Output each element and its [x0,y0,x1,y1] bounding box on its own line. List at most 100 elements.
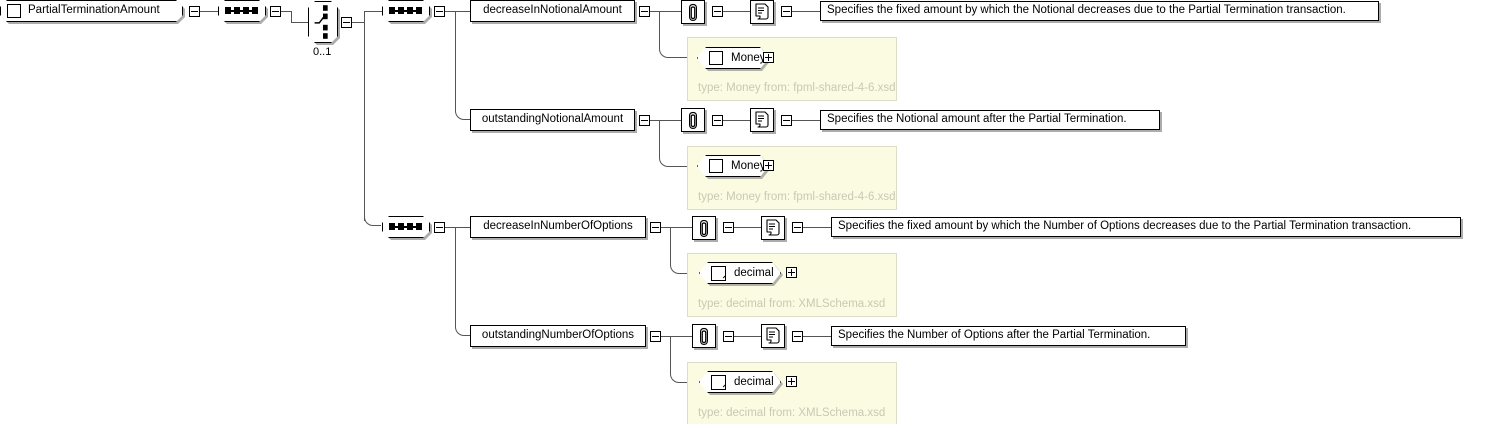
connector-branch2-e1 [455,227,470,228]
attribute-icon-box[interactable] [692,324,716,348]
documentation-text-box: Specifies the fixed amount by which the … [820,1,1379,21]
connector-branch1-e2 [455,102,470,120]
element-toggle[interactable] [650,222,661,233]
type-expand-toggle[interactable] [763,160,774,171]
connector-e3-trunk [670,227,671,257]
connector-seq-to-choice-c [291,22,308,23]
connector-e1-type [659,33,687,58]
top-sequence-node[interactable] [218,0,266,22]
choice-toggle[interactable] [341,17,352,28]
top-sequence-toggle[interactable] [270,6,281,17]
attribute-toggle[interactable] [712,6,723,17]
connector-branch1-out [445,11,455,12]
type-source-label: type: Money from: fpml-shared-4-6.xsd [698,191,896,203]
type-expand-toggle[interactable] [763,52,774,63]
root-element-node[interactable]: PartialTerminationAmount [0,0,183,22]
element-node[interactable]: decreaseInNumberOfOptions [470,216,646,238]
connector-e4-attr [670,336,692,337]
connector-seq-to-choice-b [291,11,292,22]
choice-branch-trunk [364,11,365,221]
type-name-label: Money [731,160,766,172]
documentation-toggle[interactable] [792,222,803,233]
complex-type-icon [709,159,723,173]
attribute-toggle[interactable] [723,222,734,233]
sequence-compositor-icon [389,6,423,16]
documentation-scroll-icon [755,3,769,20]
root-collapse-toggle[interactable] [189,6,200,17]
connector-branch1-e1 [455,11,470,12]
simple-type-icon [711,266,726,281]
connector-e3-out [661,227,670,228]
type-source-label: type: decimal from: XMLSchema.xsd [698,407,886,419]
sequence-compositor-icon [389,222,423,232]
connector-attr-to-doc [723,120,750,121]
attribute-clip-icon [689,3,697,21]
element-complex-icon [7,4,21,18]
documentation-text: Specifies the fixed amount by which the … [827,4,1346,17]
attribute-icon-box[interactable] [681,0,705,24]
choice-compositor-node[interactable] [308,1,338,43]
type-name-label: decimal [734,376,774,388]
attribute-icon-box[interactable] [692,216,716,240]
documentation-toggle[interactable] [781,6,792,17]
connector-choice-out [352,22,364,23]
documentation-icon-box[interactable] [750,108,774,132]
connector-e1-attr [659,11,681,12]
type-reference-box[interactable]: Money [697,155,769,177]
element-label: outstandingNumberOfOptions [481,329,635,342]
connector-branch2-e2 [455,318,470,336]
documentation-toggle[interactable] [792,331,803,342]
connector-e1-out [650,11,659,12]
connector-doc-to-text [803,336,831,337]
attribute-toggle[interactable] [723,331,734,342]
attribute-clip-icon [700,219,708,237]
element-node[interactable]: decreaseInNotionalAmount [470,0,635,22]
connector-branch2-out [445,227,455,228]
documentation-text: Specifies the Number of Options after th… [838,329,1151,342]
type-reference-box[interactable]: decimal [699,262,781,284]
branch2-sequence-toggle[interactable] [434,222,445,233]
type-source-label: type: decimal from: XMLSchema.xsd [698,298,886,310]
choice-compositor-icon [309,2,337,42]
branch2-trunk [455,227,456,326]
documentation-text-box: Specifies the Notional amount after the … [820,110,1160,130]
connector-e4-trunk [670,336,671,366]
type-expand-toggle[interactable] [786,376,797,387]
documentation-scroll-icon [766,219,780,236]
branch2-sequence-node[interactable] [382,216,430,238]
documentation-icon-box[interactable] [761,216,785,240]
choice-occurrence-label: 0..1 [313,46,332,58]
connector-attr-to-doc [734,336,761,337]
type-source-label: type: Money from: fpml-shared-4-6.xsd [698,82,896,94]
documentation-text: Specifies the Notional amount after the … [827,113,1127,126]
documentation-icon-box[interactable] [761,324,785,348]
attribute-clip-icon [700,327,708,345]
element-node[interactable]: outstandingNotionalAmount [470,109,635,131]
documentation-toggle[interactable] [781,115,792,126]
element-label: outstandingNotionalAmount [481,113,624,126]
element-toggle[interactable] [650,331,661,342]
element-toggle[interactable] [639,115,650,126]
branch1-sequence-node[interactable] [382,0,430,22]
simple-type-icon [711,375,726,390]
element-label: decreaseInNotionalAmount [483,4,622,17]
connector-choice-branch2 [364,205,381,226]
documentation-text-box: Specifies the fixed amount by which the … [831,217,1461,237]
connector-e2-trunk [659,120,660,150]
branch1-trunk [455,11,456,110]
branch1-sequence-toggle[interactable] [434,6,445,17]
connector-e1-trunk [659,11,660,41]
attribute-icon-box[interactable] [681,108,705,132]
type-reference-box[interactable]: Money [697,47,769,69]
connector-seq-to-choice-a [281,11,291,12]
connector-e3-attr [670,227,692,228]
attribute-toggle[interactable] [712,115,723,126]
type-expand-toggle[interactable] [786,267,797,278]
element-toggle[interactable] [639,6,650,17]
documentation-text: Specifies the fixed amount by which the … [838,220,1412,233]
type-reference-box[interactable]: decimal [699,371,781,393]
element-node[interactable]: outstandingNumberOfOptions [470,325,646,347]
connector-e2-out [650,120,659,121]
documentation-icon-box[interactable] [750,0,774,24]
